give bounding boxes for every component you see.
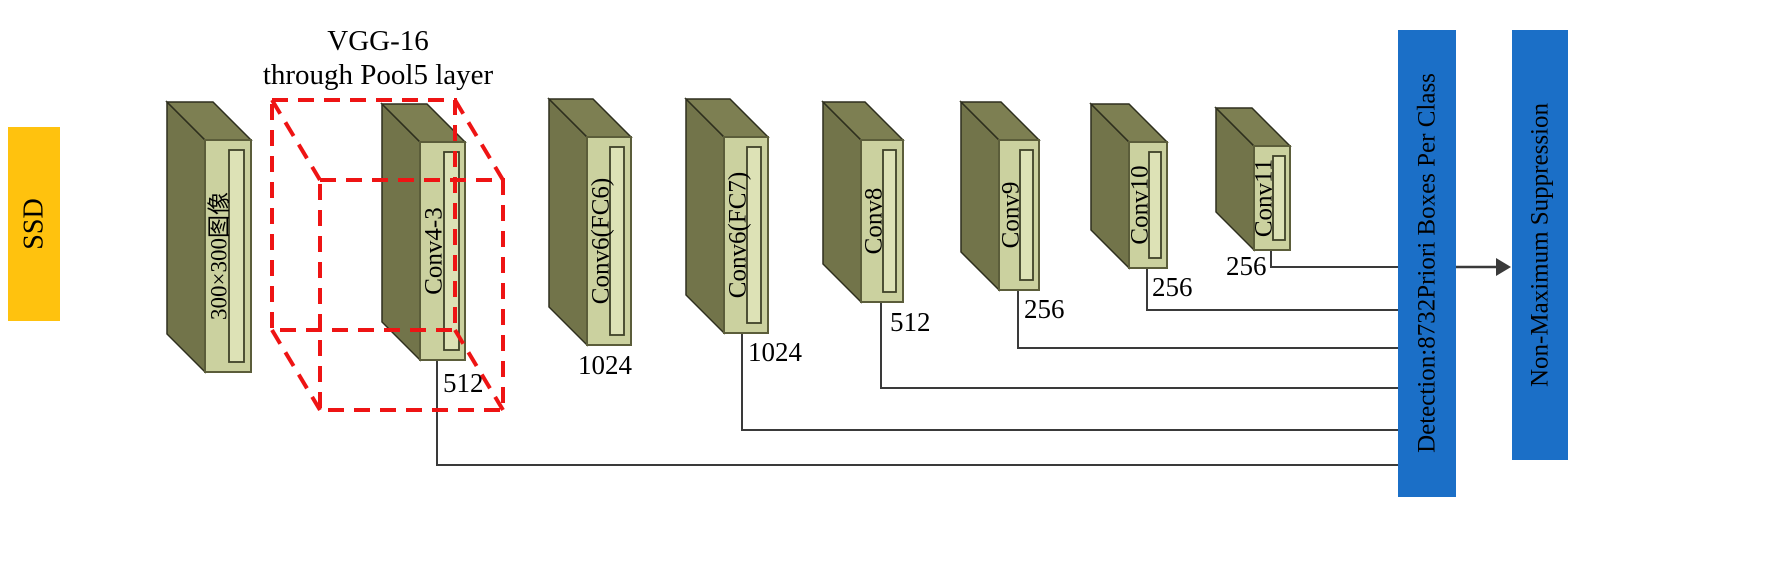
layer-side-face (548, 97, 588, 347)
ssd-tag: SSD (8, 127, 60, 321)
layer-conv6-fc7: Conv6(FC7) 1024 (684, 97, 803, 367)
nms-box-label: Non-Maximum Suppression (1527, 102, 1554, 387)
layer-label: Conv6(FC7) (725, 172, 752, 298)
layer-input-image: 300×300图像 (165, 100, 253, 374)
layer-label: Conv9 (998, 182, 1025, 249)
connector-conv10 (1146, 268, 1398, 311)
layer-label: Conv6(FC6) (588, 178, 615, 304)
connector-conv9 (1017, 290, 1398, 349)
detection-box: Detection:8732Priori Boxes Per Class (1398, 30, 1456, 497)
layer-side-face (166, 100, 206, 374)
ssd-tag-box (8, 127, 60, 321)
layer-conv8: Conv8 512 (821, 100, 931, 337)
layer-size-label: 256 (1152, 272, 1193, 302)
nms-box-rect (1512, 30, 1568, 460)
layer-label: Conv11 (1251, 159, 1278, 237)
layer-front-stripe (443, 151, 460, 351)
connector-conv8 (880, 302, 1398, 389)
connector-conv4-3 (436, 360, 1398, 466)
layer-front-stripe (882, 149, 897, 293)
detection-box-rect (1398, 30, 1456, 497)
ssd-tag-label: SSD (19, 198, 50, 249)
layer-front-stripe (746, 146, 762, 324)
layer-label: 300×300图像 (207, 192, 232, 320)
layer-front-stripe (228, 149, 245, 363)
layer-label: Conv4-3 (421, 207, 448, 295)
layer-size-label: 256 (1024, 294, 1065, 324)
layer-front-stripe (609, 146, 625, 336)
detection-box-label: Detection:8732Priori Boxes Per Class (1414, 73, 1441, 453)
connector-lines (436, 250, 1398, 466)
layer-size-label: 256 (1226, 251, 1267, 281)
layer-label: Conv8 (861, 188, 888, 255)
layer-conv9: Conv9 256 (959, 100, 1065, 324)
nms-box: Non-Maximum Suppression (1512, 30, 1568, 460)
vgg16-dashed-box (270, 98, 505, 412)
vgg-note-line2: through Pool5 layer (263, 59, 494, 91)
arrow-head-icon (1496, 258, 1511, 276)
connector-conv6fc7 (741, 333, 1398, 431)
layer-size-label: 512 (443, 368, 484, 398)
connector-conv11 (1270, 250, 1398, 268)
layer-size-label: 512 (890, 307, 931, 337)
layer-front-stripe (1148, 151, 1162, 259)
layer-conv11: Conv11 256 (1214, 106, 1292, 281)
detection-to-nms-arrow (1456, 258, 1511, 276)
vgg-note-line1: VGG-16 (327, 25, 429, 57)
layer-conv6-fc6: Conv6(FC6) 1024 (547, 97, 633, 380)
layer-side-face (381, 102, 421, 362)
layer-label: Conv10 (1127, 165, 1154, 244)
layer-size-label: 1024 (578, 350, 633, 380)
layer-front-stripe (1019, 149, 1034, 281)
layer-conv10: Conv10 256 (1089, 102, 1193, 302)
layer-size-label: 1024 (748, 337, 803, 367)
layer-front-stripe (1272, 155, 1286, 241)
layer-side-face (685, 97, 725, 335)
